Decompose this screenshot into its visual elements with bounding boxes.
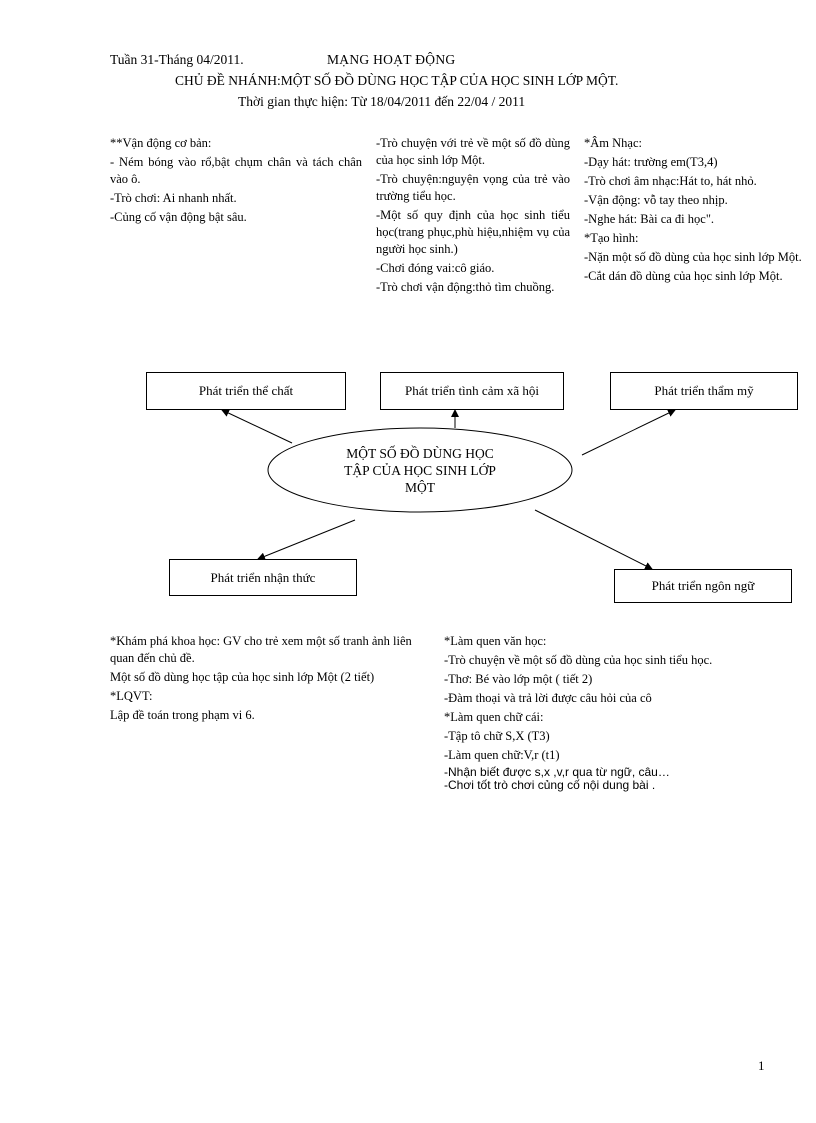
language-activities: *Làm quen văn học: -Trò chuyện về một số… (444, 633, 762, 794)
cognitive-activities: *Khám phá khoa học: GV cho trẻ xem một s… (110, 633, 426, 726)
page-number: 1 (758, 1058, 765, 1073)
sub-topic: CHỦ ĐỀ NHÁNH:MỘT SỐ ĐỒ DÙNG HỌC TẬP CỦA … (175, 73, 619, 88)
connector-art (581, 409, 676, 456)
connector-physical (221, 409, 293, 444)
language-line: -Nhận biết được s,x ,v,r qua từ ngữ, câu… (444, 765, 670, 779)
box-art-development: Phát triển thẩm mỹ (610, 372, 798, 410)
art-line: -Nghe hát: Bài ca đi học". (584, 212, 715, 226)
social-line: -Trò chơi vận động:thỏ tìm chuồng. (376, 280, 555, 294)
box-language-development: Phát triển ngôn ngữ (614, 569, 792, 603)
language-line: -Làm quen chữ:V,r (t1) (444, 748, 560, 762)
physical-activities: **Vận động cơ bản: - Ném bóng vào rổ,bật… (110, 135, 362, 228)
language-line: -Trò chuyện về một số đồ dùng của học si… (444, 653, 713, 667)
language-line: *Làm quen văn học: (444, 634, 547, 648)
art-activities: *Âm Nhạc: -Dạy hát: trường em(T3,4) -Trò… (584, 135, 802, 287)
cognitive-line: *Khám phá khoa học: GV cho trẻ xem một s… (110, 634, 412, 665)
box-social-development: Phát triển tình cảm xã hội (380, 372, 564, 410)
art-line: -Cắt dán đồ dùng của học sinh lớp Một. (584, 269, 783, 283)
language-line: -Chơi tốt trò chơi củng cố nội dung bài … (444, 778, 656, 792)
physical-line: -Trò chơi: Ai nhanh nhất. (110, 191, 237, 205)
box-cognitive-development: Phát triển nhận thức (169, 559, 357, 596)
social-line: -Trò chuyện với trẻ về một số đồ dùng củ… (376, 136, 570, 167)
art-line: *Tạo hình: (584, 231, 639, 245)
cognitive-line: Lập đề toán trong phạm vi 6. (110, 708, 255, 722)
physical-line: **Vận động cơ bản: (110, 136, 212, 150)
art-line: -Trò chơi âm nhạc:Hát to, hát nhỏ. (584, 174, 757, 188)
social-line: -Một số quy định của học sinh tiểu học(t… (376, 208, 570, 256)
cognitive-line: Một số đồ dùng học tập của học sinh lớp … (110, 670, 375, 684)
language-line: -Thơ: Bé vào lớp một ( tiết 2) (444, 672, 593, 686)
language-line: -Tập tô chữ S,X (T3) (444, 729, 550, 743)
center-topic-line: MỘT (405, 480, 435, 495)
physical-line: - Ném bóng vào rổ,bật chụm chân và tách … (110, 155, 362, 186)
social-line: -Chơi đóng vai:cô giáo. (376, 261, 495, 275)
art-line: -Nặn một số đồ dùng của học sinh lớp Một… (584, 250, 802, 264)
document-title: MẠNG HOẠT ĐỘNG (327, 52, 456, 67)
social-line: -Trò chuyện:nguyện vọng của trẻ vào trườ… (376, 172, 570, 203)
art-line: -Vận động: vỗ tay theo nhịp. (584, 193, 728, 207)
week-label: Tuần 31-Tháng 04/2011. (110, 52, 244, 67)
art-line: -Dạy hát: trường em(T3,4) (584, 155, 718, 169)
language-line: -Đàm thoại và trả lời được câu hỏi của c… (444, 691, 652, 705)
cognitive-line: *LQVT: (110, 689, 153, 703)
language-line: *Làm quen chữ cái: (444, 710, 544, 724)
center-topic-line: TẬP CỦA HỌC SINH LỚP (344, 463, 496, 478)
physical-line: -Củng cố vận động bật sâu. (110, 210, 247, 224)
box-physical-development: Phát triển thể chất (146, 372, 346, 410)
connector-cognitive (257, 519, 356, 561)
time-range: Thời gian thực hiện: Từ 18/04/2011 đến 2… (238, 94, 526, 109)
connector-language (534, 509, 653, 570)
center-topic-line: MỘT SỐ ĐỒ DÙNG HỌC (346, 446, 494, 461)
center-oval (267, 427, 573, 513)
center-topic: MỘT SỐ ĐỒ DÙNG HỌC TẬP CỦA HỌC SINH LỚP … (300, 445, 540, 496)
art-line: *Âm Nhạc: (584, 136, 642, 150)
social-activities: -Trò chuyện với trẻ về một số đồ dùng củ… (376, 135, 570, 298)
